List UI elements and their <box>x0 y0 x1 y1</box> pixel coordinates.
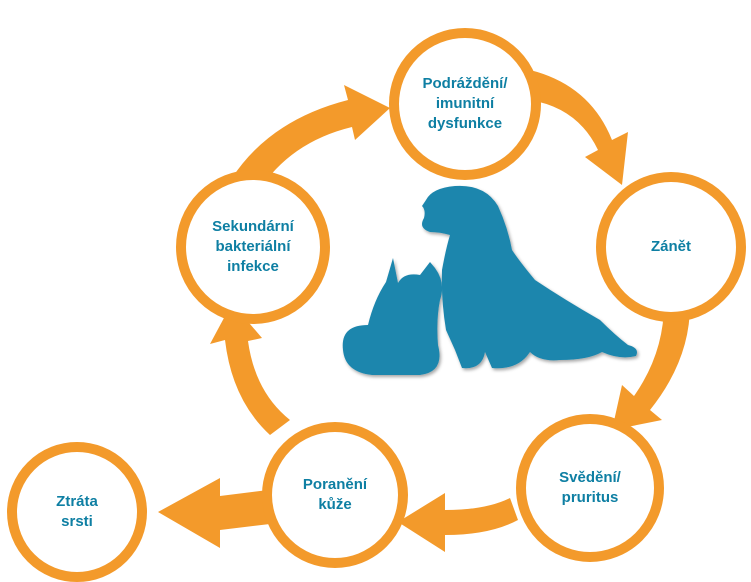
node-hair-loss: Ztráta srsti <box>7 442 147 582</box>
dog-silhouette-icon <box>422 185 637 369</box>
node-irritation: Podráždění/ imunitní dysfunkce <box>389 28 541 180</box>
arrow-injury-to-hair-loss <box>158 478 270 548</box>
node-itch: Svědění/ pruritus <box>516 414 664 562</box>
node-secondary-infection-label: Sekundární bakteriální infekce <box>212 218 294 275</box>
node-skin-injury: Poranění kůže <box>262 422 408 568</box>
arrow-inflammation-to-itch <box>612 300 690 430</box>
arrow-itch-to-injury <box>398 493 518 552</box>
node-skin-injury-label: Poranění kůže <box>302 476 368 513</box>
node-inflammation-label: Zánět <box>650 238 691 255</box>
node-itch-label: Svědění/ pruritus <box>559 469 621 506</box>
arrow-injury-to-infection <box>210 303 290 435</box>
cat-silhouette-icon <box>342 258 443 375</box>
node-inflammation: Zánět <box>596 172 746 322</box>
node-secondary-infection: Sekundární bakteriální infekce <box>176 170 330 324</box>
node-hair-loss-label: Ztráta srsti <box>56 493 98 530</box>
arrow-infection-to-irritation <box>232 85 390 192</box>
node-irritation-label: Podráždění/ imunitní dysfunkce <box>422 75 508 132</box>
pets-silhouette-icon <box>342 185 637 375</box>
arrow-irritation-to-inflammation <box>530 70 628 185</box>
